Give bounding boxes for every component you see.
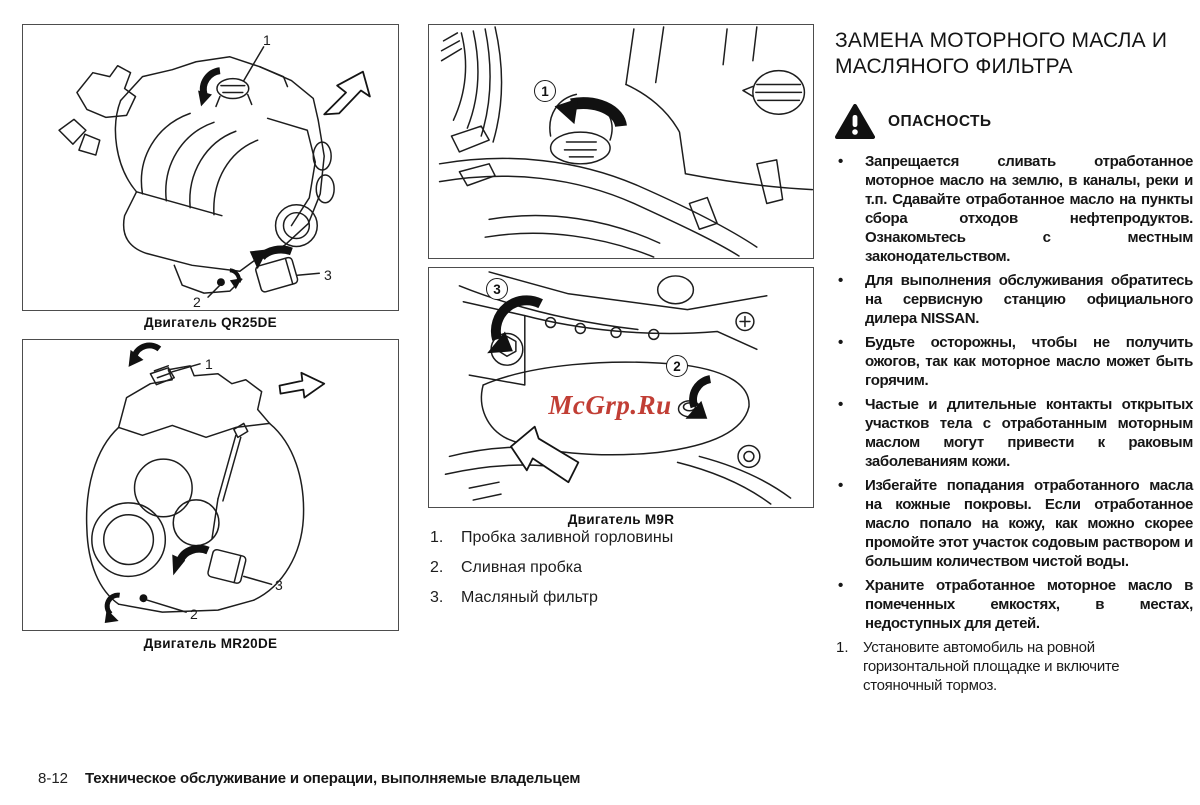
figure-mr20de: 1 2 3 [22,339,399,631]
legend-item-label: Пробка заливной горловины [461,529,674,546]
figure-caption-mr20de: Двигатель MR20DE [143,636,278,651]
bullet-icon: • [838,153,844,170]
oil-filter [207,548,247,584]
callout-number: 1 [263,32,271,48]
figure-caption-qr25de: Двигатель QR25DE [144,315,277,330]
warning-item: • Для выполнения обслуживания обратитесь… [835,271,1193,328]
drain-plug [216,278,225,287]
bullet-icon: • [838,396,844,413]
page-number: 8-12 [38,770,69,787]
watermark: McGrp.Ru [548,390,672,420]
callout-number-circled: 3 [486,278,508,300]
warning-item: • Храните отработанное моторное масло в … [835,576,1193,633]
warning-item: • Частые и длительные контакты открытых … [835,395,1193,471]
engine-outline [85,365,305,613]
danger-header: ОПАСНОСТЬ [835,103,1193,141]
legend-item-number: 3. [430,589,444,606]
danger-label: ОПАСНОСТЬ [888,113,992,130]
rotation-arrow-icon [198,67,293,290]
legend-item-label: Сливная пробка [461,559,583,576]
legend-item: 3. Масляный фильтр [430,588,800,607]
callout-number-circled: 2 [666,355,688,377]
oil-filter [255,256,299,293]
warning-text: Частые и длительные контакты открытых уч… [865,396,1193,470]
page-title: ЗАМЕНА МОТОРНОГО МАСЛА И МАСЛЯНОГО ФИЛЬТ… [835,29,1168,78]
legend-item-label: Масляный фильтр [461,589,598,606]
callout-number-circled: 1 [534,80,556,102]
instruction-column: ЗАМЕНА МОТОРНОГО МАСЛА И МАСЛЯНОГО ФИЛЬТ… [835,20,1193,695]
warning-text: Для выполнения обслуживания обратитесь н… [865,272,1193,327]
warning-text: Запрещается сливать отработанное моторно… [865,153,1193,265]
page-footer: 8-12 Техническое обслуживание и операции… [38,770,580,787]
figure-m9r-bottom: 3 2 McGrp.Ru [428,267,814,508]
warning-text: Храните отработанное моторное масло в по… [865,577,1193,632]
legend-item-number: 2. [430,559,444,576]
figure-m9r-top: 1 [428,24,814,259]
step-item: 1. Установите автомобиль на ровной гориз… [835,638,1193,695]
direction-arrow-icon [278,371,326,399]
oil-filler-cap [215,77,253,108]
legend-item: 2. Сливная пробка [430,558,800,577]
warning-item: • Будьте осторожны, чтобы не получить ож… [835,333,1193,390]
legend-item: 1. Пробка заливной горловины [430,528,800,547]
engine-diagram-mr20de [85,342,326,624]
oil-filler-cap [149,365,175,386]
engine-bay-lines [438,26,813,258]
callout-number: 1 [205,356,213,372]
engine-diagram-m9r-bottom [444,271,792,505]
underbody-lines [444,271,792,505]
figure-legend: 1. Пробка заливной горловины 2. Сливная … [430,528,800,618]
figure-caption-m9r: Двигатель M9R [567,512,675,527]
warning-text: Избегайте попадания отработанного масла … [865,477,1193,570]
engine-diagram-m9r-top [438,26,813,258]
ribbed-cap [742,69,806,115]
warning-text: Будьте осторожны, чтобы не получить ожог… [865,334,1193,389]
danger-icon [835,104,875,139]
drain-plug [139,594,148,603]
callout-number: 2 [190,606,198,622]
callout-number: 3 [324,267,332,283]
step-number: 1. [836,639,849,656]
bullet-icon: • [838,477,844,494]
engine-outline [58,56,335,294]
bullet-icon: • [838,272,844,289]
step-text: Установите автомобиль на ровной горизонт… [863,639,1120,694]
rotation-arrow-icon [104,342,210,624]
figure-qr25de: 1 2 3 [22,24,399,311]
direction-arrow-icon [510,425,580,484]
legend-item-number: 1. [430,529,444,546]
warning-list: • Запрещается сливать отработанное мотор… [835,152,1193,633]
rotation-arrow-icon [554,97,627,128]
procedure-steps: 1. Установите автомобиль на ровной гориз… [835,638,1193,695]
warning-item: • Избегайте попадания отработанного масл… [835,476,1193,571]
warning-item: • Запрещается сливать отработанное мотор… [835,152,1193,266]
callout-number: 2 [193,294,201,310]
bullet-icon: • [838,334,844,351]
direction-arrow-icon [323,70,371,116]
bullet-icon: • [838,577,844,594]
engine-diagram-qr25de [58,46,371,298]
callout-leader-lines [207,46,320,298]
footer-title: Техническое обслуживание и операции, вып… [85,770,581,787]
callout-leader-lines [146,363,273,613]
rotation-arrow-icon [487,295,712,419]
callout-number: 3 [275,577,283,593]
